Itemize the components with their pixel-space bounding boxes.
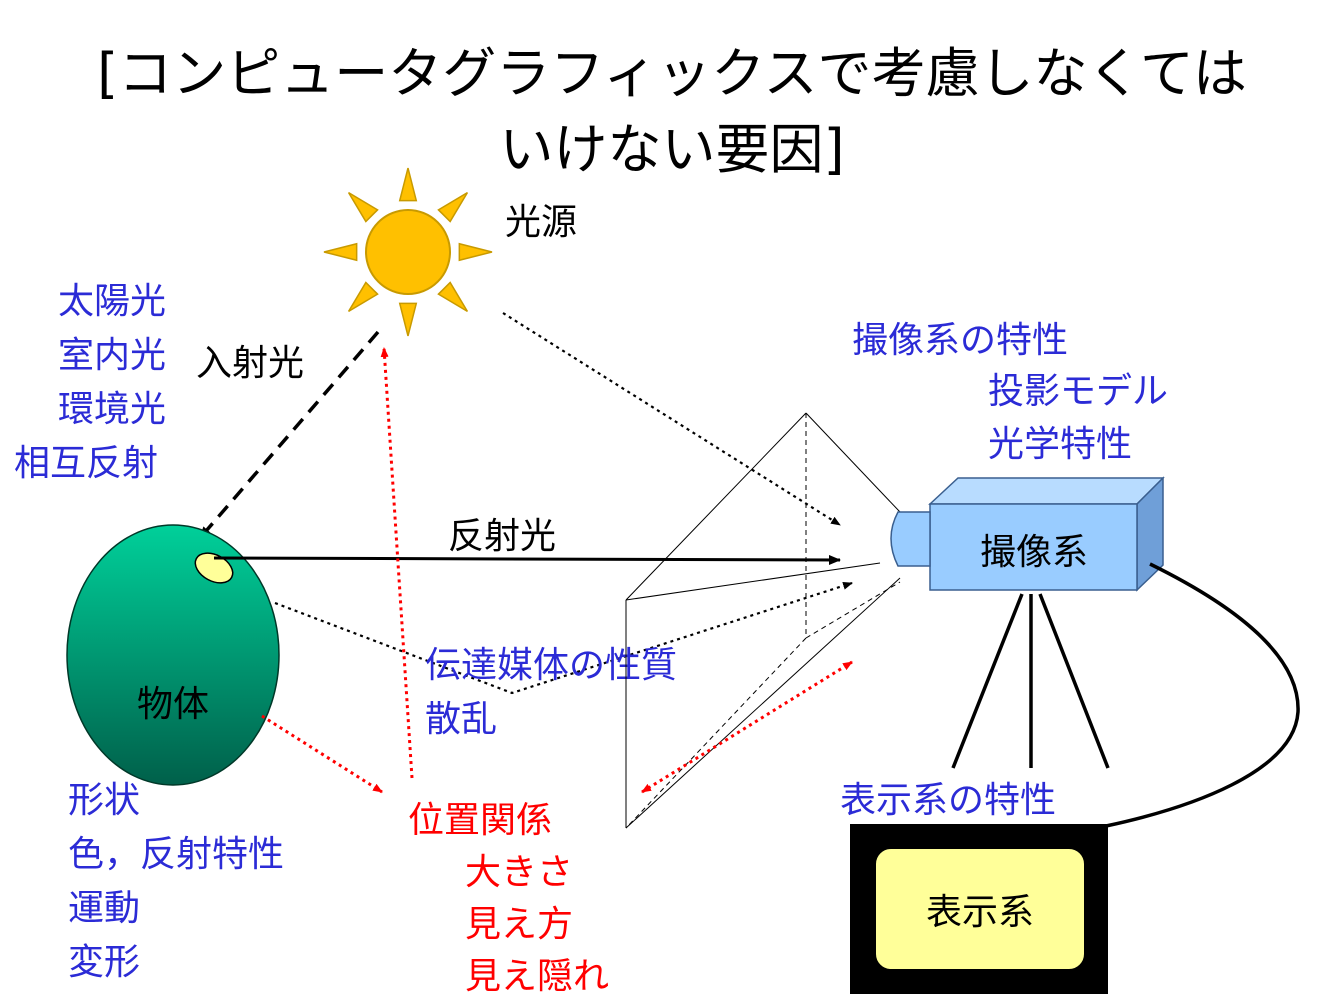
camera-property-item: 投影モデル bbox=[988, 371, 1168, 412]
camera-property-item: 光学特性 bbox=[988, 424, 1132, 465]
medium-properties: 伝達媒体の性質 散乱 bbox=[425, 645, 677, 740]
sun-ray bbox=[323, 242, 358, 262]
position-arrow-object bbox=[261, 714, 383, 794]
object-property-item: 変形 bbox=[68, 942, 140, 983]
medium-item: 伝達媒体の性質 bbox=[425, 645, 677, 686]
position-item: 見え方 bbox=[465, 904, 573, 945]
position-item: 大きさ bbox=[465, 852, 573, 893]
scattered-light-path bbox=[274, 581, 853, 695]
sun-icon bbox=[323, 167, 493, 337]
object-property-item: 形状 bbox=[68, 780, 140, 821]
medium-item: 散乱 bbox=[425, 699, 497, 740]
display-icon bbox=[850, 824, 1108, 994]
sun-ray bbox=[398, 167, 418, 202]
incident-light-label: 入射光 bbox=[196, 343, 304, 384]
position-relationship: 位置関係 大きさ 見え方 見え隠れ bbox=[408, 800, 609, 997]
title-line-1: [コンピュータグラフィックスで考慮しなくては bbox=[97, 42, 1247, 105]
camera-icon bbox=[890, 476, 1165, 592]
object-shape bbox=[66, 524, 280, 786]
position-header: 位置関係 bbox=[408, 800, 552, 841]
reflected-light-arrow bbox=[213, 554, 841, 565]
light-source-types: 太陽光 室内光 環境光 相互反射 bbox=[14, 281, 166, 484]
light-source-label: 光源 bbox=[505, 202, 577, 243]
display-label: 表示系 bbox=[926, 892, 1034, 933]
position-item: 見え隠れ bbox=[465, 956, 609, 997]
view-frustum bbox=[625, 412, 901, 829]
object-property-item: 色，反射特性 bbox=[68, 834, 284, 875]
camera-properties-header: 撮像系の特性 bbox=[852, 320, 1068, 361]
sun-ray bbox=[347, 191, 379, 223]
object-label: 物体 bbox=[137, 684, 209, 725]
sun-ray bbox=[437, 191, 469, 223]
camera-display-connections bbox=[951, 562, 1300, 828]
title-line-2: いけない要因] bbox=[499, 118, 844, 181]
position-arrow-vertical bbox=[380, 347, 414, 779]
sun-ray bbox=[347, 281, 379, 313]
camera-label: 撮像系 bbox=[980, 532, 1088, 573]
camera-properties: 撮像系の特性 投影モデル 光学特性 bbox=[852, 320, 1168, 465]
reflected-light-label: 反射光 bbox=[448, 516, 556, 557]
display-properties-header: 表示系の特性 bbox=[840, 780, 1056, 821]
light-type-item: 太陽光 bbox=[58, 281, 166, 322]
sun-ray bbox=[437, 281, 469, 313]
light-type-item: 環境光 bbox=[58, 389, 166, 430]
direct-light-path bbox=[502, 312, 841, 526]
sun-ray bbox=[398, 302, 418, 337]
sun-ray bbox=[458, 242, 493, 262]
object-property-item: 運動 bbox=[68, 888, 140, 929]
light-type-item: 相互反射 bbox=[14, 443, 158, 484]
light-type-item: 室内光 bbox=[58, 335, 166, 376]
position-arrow-frustum bbox=[641, 660, 853, 794]
object-properties: 形状 色，反射特性 運動 変形 bbox=[68, 780, 284, 983]
